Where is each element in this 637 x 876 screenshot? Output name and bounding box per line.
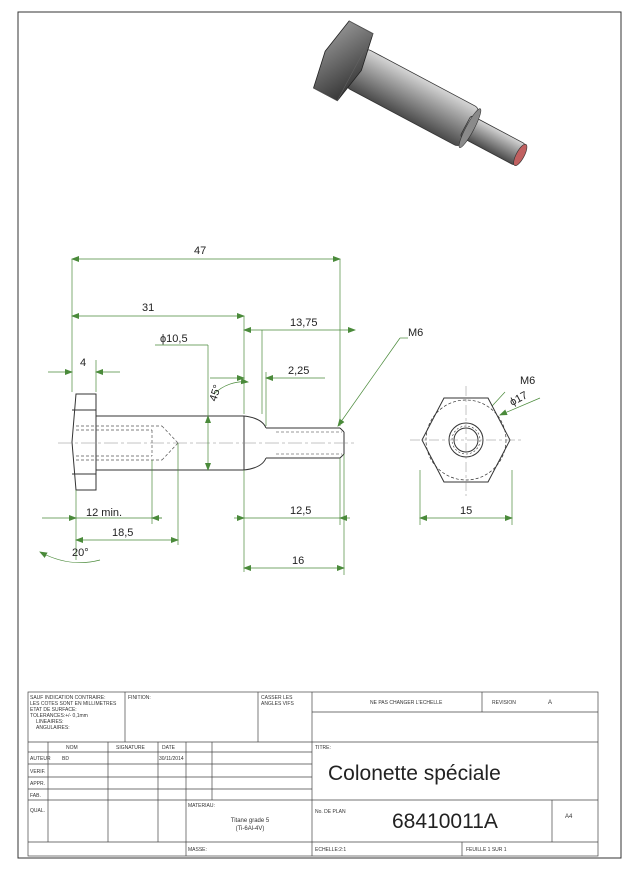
column-date: DATE [162, 745, 176, 751]
materiau-label: MATERIAU: [188, 803, 215, 809]
dim-31: 31 [142, 302, 154, 314]
scale-note: NE PAS CHANGER L'ECHELLE [370, 700, 443, 706]
notes-line-5: LINEAIRES: [36, 719, 64, 725]
dim-12-5: 12,5 [290, 505, 311, 517]
dim-thread-m6: M6 [408, 327, 423, 339]
dim-diameter-17: ϕ17 [508, 389, 530, 408]
paper-format: A4 [565, 814, 573, 820]
notes-line-2: LES COTES SONT EN MILLIMETRES [30, 701, 117, 707]
dim-18-5: 18,5 [112, 527, 133, 539]
dim-12-min: 12 min. [86, 507, 122, 519]
plan-number-label: No. DE PLAN [315, 809, 346, 815]
title-block [27, 691, 599, 857]
dim-side-m6: M6 [520, 375, 535, 387]
material-line-1: Titane grade 5 [231, 818, 270, 824]
dim-20-deg: 20° [72, 547, 89, 559]
side-view [410, 386, 522, 496]
column-signature: SIGNATURE [116, 745, 145, 751]
revision-label: REVISION [492, 700, 516, 706]
dim-47: 47 [194, 245, 206, 257]
dim-2-25: 2,25 [288, 365, 309, 377]
finition-label: FINITION: [128, 695, 151, 701]
notes-line-6: ANGULAIRES: [36, 725, 70, 731]
notes-line-4: TOLERANCES:+/- 0,1mm [30, 713, 88, 719]
sheet-border [17, 11, 622, 859]
dim-15: 15 [460, 505, 472, 517]
row-fab: FAB. [30, 793, 41, 799]
dim-diameter-10-5: ϕ10,5 [160, 333, 188, 345]
dimension-texts: 47 31 13,75 ϕ10,5 4 2,25 45° M6 12 min. … [72, 245, 535, 567]
casser-line-2: ANGLES VIFS [261, 701, 294, 707]
auteur-date: 30/11/2014 [159, 756, 184, 762]
dim-13-75: 13,75 [290, 317, 318, 329]
masse-label: MASSE: [188, 847, 207, 853]
dim-4: 4 [80, 357, 86, 369]
row-auteur: AUTEUR [30, 756, 51, 762]
plan-number: 68410011A [392, 810, 498, 833]
row-verif: VERIF. [30, 769, 46, 775]
casser-line-1: CASSER LES [261, 695, 293, 701]
notes-line-1: SAUF INDICATION CONTRAIRE: [30, 695, 105, 701]
auteur-nom: BD [62, 756, 69, 762]
dim-45-deg: 45° [207, 383, 224, 403]
title-block-text: SAUF INDICATION CONTRAIRE: LES COTES SON… [30, 695, 573, 853]
material-line-2: (Ti-6Al-4V) [236, 826, 265, 832]
column-nom: NOM [66, 745, 78, 751]
row-appr: APPR. [30, 781, 45, 787]
sheet-count: FEUILLE 1 SUR 1 [466, 847, 507, 853]
titre-label: TITRE: [315, 745, 331, 751]
isometric-view [313, 20, 528, 167]
drawing-title: Colonette spéciale [328, 762, 501, 785]
row-qual: QUAL. [30, 808, 45, 814]
revision-value: A [548, 700, 552, 706]
dim-16: 16 [292, 555, 304, 567]
notes-line-3: ETAT DE SURFACE: [30, 707, 77, 713]
scale-ratio: ECHELLE:2:1 [315, 847, 346, 853]
front-view [58, 393, 356, 491]
